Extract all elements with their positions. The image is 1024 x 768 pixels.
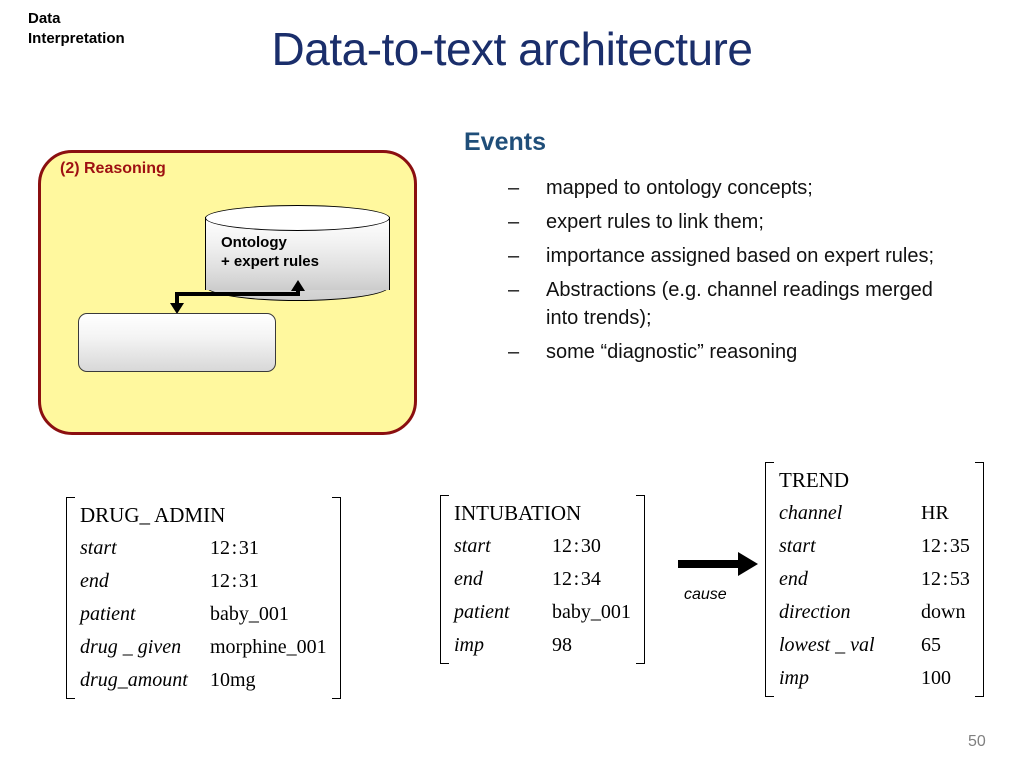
connector-horizontal (175, 292, 300, 296)
feature-attribute-name: start (454, 535, 491, 557)
feature-structure-title: INTUBATION (454, 501, 582, 525)
data-interpretation-line-2: Interpretation (28, 30, 125, 47)
feature-attribute-value: down (921, 601, 966, 623)
page-title: Data-to-text architecture (271, 23, 753, 75)
feature-structure-row: imp 100 (779, 662, 970, 695)
reasoning-panel-label: (2) Reasoning (60, 160, 166, 177)
bracket-right (974, 462, 984, 697)
feature-attribute-name: end (779, 568, 808, 590)
feature-structure-row: imp 98 (454, 629, 631, 662)
bracket-left (440, 495, 449, 664)
feature-structure-row: start 12 : 31 (80, 532, 327, 565)
ontology-line-1: Ontology (221, 234, 287, 251)
event-list-item: – mapped to ontology concepts; (508, 174, 988, 202)
feature-attribute-name: lowest _ val (779, 634, 875, 656)
event-list-item: – importance assigned based on expert rul… (508, 242, 988, 270)
feature-structure-row: end 12 : 34 (454, 563, 631, 596)
feature-attribute-name: imp (779, 667, 809, 689)
feature-attribute-value: 12 : 30 (552, 535, 601, 557)
feature-attribute-value: HR (921, 502, 949, 524)
feature-attribute-name: drug _ given (80, 636, 182, 658)
feature-attribute-name: direction (779, 601, 851, 623)
event-dash-bullet: – (508, 211, 520, 233)
event-item-text: some “diagnostic” reasoning (546, 341, 798, 363)
ontology-cylinder-shape: Ontology + expert rules (205, 205, 390, 301)
feature-attribute-value: 12 : 31 (210, 537, 259, 559)
bracket-right (331, 497, 341, 699)
feature-structure-row: drug _ given morphine_001 (80, 631, 327, 664)
feature-structure-row: direction down (779, 596, 970, 629)
feature-structure-trend: TREND channel HR start 12 : 35 end 12 : 53 dire… (765, 462, 984, 697)
feature-structure-row: channel HR (779, 497, 970, 530)
data-interpretation-box (78, 313, 276, 372)
feature-structure-drug-admin: DRUG_ ADMIN start 12 : 31 end 12 : 31 patient… (66, 497, 341, 699)
bracket-left (765, 462, 774, 697)
feature-attribute-value: 100 (921, 667, 951, 689)
feature-structure-title: DRUG_ ADMIN (80, 503, 226, 527)
feature-structure-body: DRUG_ ADMIN start 12 : 31 end 12 : 31 patient… (66, 497, 341, 699)
feature-attribute-name: end (454, 568, 483, 590)
event-dash-bullet: – (508, 245, 520, 267)
feature-attribute-name: drug_amount (80, 669, 188, 691)
bracket-right (635, 495, 645, 664)
bracket-left (66, 497, 75, 699)
event-list-item: – some “diagnostic” reasoning (508, 338, 988, 366)
feature-structure-row: lowest _ val 65 (779, 629, 970, 662)
feature-structure-intubation: INTUBATION start 12 : 30 end 12 : 34 patient b… (440, 495, 645, 664)
event-dash-bullet: – (508, 279, 520, 301)
feature-attribute-name: start (779, 535, 816, 557)
event-list-item: – expert rules to link them; (508, 208, 988, 236)
feature-attribute-value: baby_001 (552, 601, 631, 623)
event-item-text: mapped to ontology concepts; (546, 177, 813, 199)
feature-attribute-value: 12 : 34 (552, 568, 601, 590)
feature-structure-row: end 12 : 53 (779, 563, 970, 596)
event-item-text: Abstractions (e.g. channel readings merg… (546, 279, 933, 329)
feature-structure-row: start 12 : 35 (779, 530, 970, 563)
feature-attribute-value: 65 (921, 634, 941, 656)
feature-attribute-name: patient (454, 601, 510, 623)
event-list-item: – Abstractions (e.g. channel readings mer… (508, 276, 988, 332)
cause-arrow-label: cause (684, 586, 727, 603)
feature-structure-row: patient baby_001 (80, 598, 327, 631)
event-item-text: expert rules to link them; (546, 211, 764, 233)
arrow-up-head-icon (291, 280, 305, 291)
ontology-cylinder-text: Ontology + expert rules (221, 233, 386, 271)
feature-attribute-value: 12 : 31 (210, 570, 259, 592)
feature-attribute-value: 12 : 53 (921, 568, 970, 590)
feature-attribute-name: patient (80, 603, 136, 625)
data-interpretation-line-1: Data (28, 10, 61, 27)
feature-attribute-value: 10mg (210, 669, 256, 691)
event-dash-bullet: – (508, 177, 520, 199)
arrow-down-head-icon (170, 303, 184, 314)
feature-attribute-name: imp (454, 634, 484, 656)
cylinder-top-ellipse (205, 205, 390, 231)
events-heading: Events (464, 128, 546, 156)
feature-attribute-value: baby_001 (210, 603, 289, 625)
feature-attribute-value: 98 (552, 634, 572, 656)
feature-structure-row: drug_amount 10mg (80, 664, 327, 697)
cause-arrow-shaft (678, 560, 740, 568)
events-list: – mapped to ontology concepts; – expert rul… (508, 174, 988, 372)
connector-vertical-left (175, 292, 179, 306)
feature-attribute-name: end (80, 570, 109, 592)
feature-structure-body: INTUBATION start 12 : 30 end 12 : 34 patient b… (440, 495, 645, 664)
event-item-text: importance assigned based on expert rule… (546, 245, 935, 267)
feature-attribute-name: start (80, 537, 117, 559)
feature-attribute-name: channel (779, 502, 843, 524)
event-dash-bullet: – (508, 341, 520, 363)
feature-attribute-value: 12 : 35 (921, 535, 970, 557)
ontology-line-2: + expert rules (221, 253, 319, 270)
feature-attribute-value: morphine_001 (210, 636, 327, 658)
page-number: 50 (968, 733, 986, 750)
data-interpretation-text: Data Interpretation (28, 9, 125, 49)
feature-structure-body: TREND channel HR start 12 : 35 end 12 : 53 dire… (765, 462, 984, 697)
feature-structure-row: patient baby_001 (454, 596, 631, 629)
cause-arrow-head-icon (738, 552, 758, 576)
feature-structure-row: start 12 : 30 (454, 530, 631, 563)
feature-structure-title: TREND (779, 468, 849, 492)
feature-structure-row: end 12 : 31 (80, 565, 327, 598)
